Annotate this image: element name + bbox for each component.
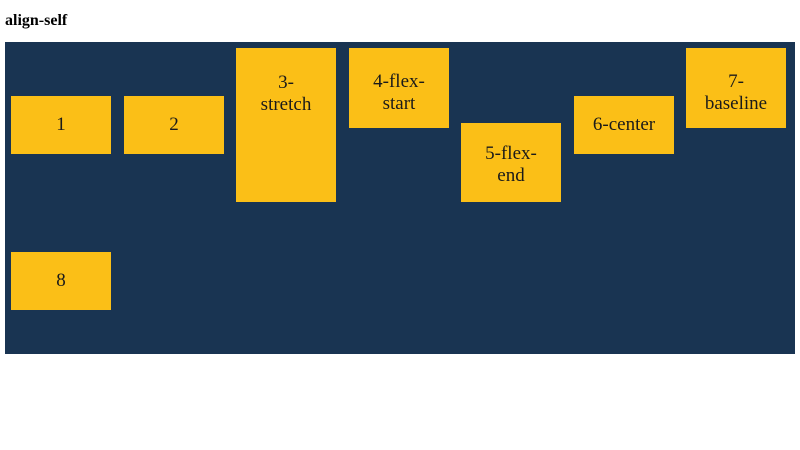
flex-item-4-flex-start: 4-flex- start	[349, 48, 449, 128]
flex-container: 1 2 3- stretch 4-flex- start 5-flex- end…	[5, 42, 795, 354]
flex-item-label: 1	[56, 114, 66, 135]
flex-item-label: 5-flex- end	[485, 143, 537, 186]
flex-item-label: 7- baseline	[704, 71, 768, 114]
flex-item-label: 4-flex- start	[373, 71, 425, 114]
flex-item-label: 2	[169, 114, 179, 135]
page-heading: align-self	[5, 12, 68, 29]
flex-item-5-flex-end: 5-flex- end	[461, 123, 561, 202]
flex-item-3-stretch: 3- stretch	[236, 48, 336, 202]
flex-item-label: 3- stretch	[260, 72, 312, 115]
flex-item-2: 2	[124, 96, 224, 154]
flex-item-label: 6-center	[592, 114, 656, 135]
flex-item-1: 1	[11, 96, 111, 154]
flex-item-8: 8	[11, 252, 111, 310]
flex-item-label: 8	[56, 270, 66, 291]
flex-item-6-center: 6-center	[574, 96, 674, 154]
flex-item-7-baseline: 7- baseline	[686, 48, 786, 128]
